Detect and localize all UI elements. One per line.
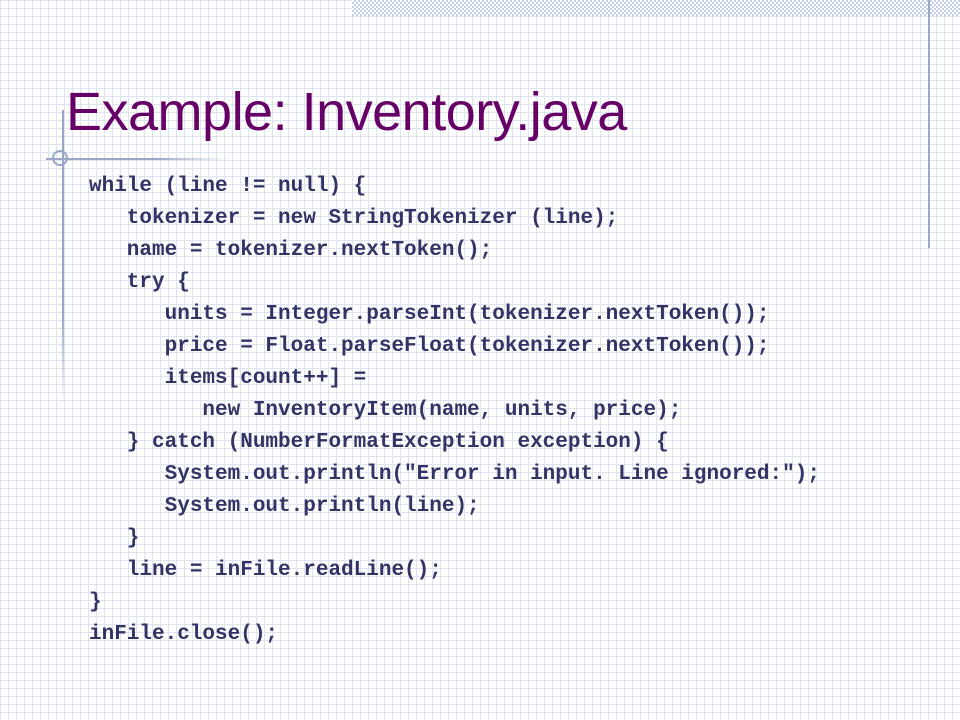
code-line: inFile.close(); [89, 623, 279, 646]
slide-title: Example: Inventory.java [66, 82, 627, 142]
code-line: line = inFile.readLine(); [89, 559, 442, 582]
decorative-vertical-line-right [928, 0, 930, 248]
code-line: tokenizer = new StringTokenizer (line); [89, 207, 619, 230]
decorative-vertical-line-left [62, 110, 64, 405]
code-line: } [89, 591, 102, 614]
decorative-horizontal-line [46, 158, 228, 160]
code-line: units = Integer.parseInt(tokenizer.nextT… [89, 303, 770, 326]
decorative-circle-icon [52, 150, 68, 166]
code-line: while (line != null) { [89, 175, 367, 198]
code-line: new InventoryItem(name, units, price); [89, 399, 682, 422]
code-line: name = tokenizer.nextToken(); [89, 239, 493, 262]
code-line: } [89, 527, 140, 550]
code-line: try { [89, 271, 190, 294]
code-line: price = Float.parseFloat(tokenizer.nextT… [89, 335, 770, 358]
code-line: System.out.println(line); [89, 495, 480, 518]
code-block: while (line != null) { tokenizer = new S… [89, 171, 960, 651]
code-line: System.out.println("Error in input. Line… [89, 463, 820, 486]
code-line: } catch (NumberFormatException exception… [89, 431, 669, 454]
code-line: items[count++] = [89, 367, 367, 390]
decorative-top-bar [352, 0, 960, 16]
